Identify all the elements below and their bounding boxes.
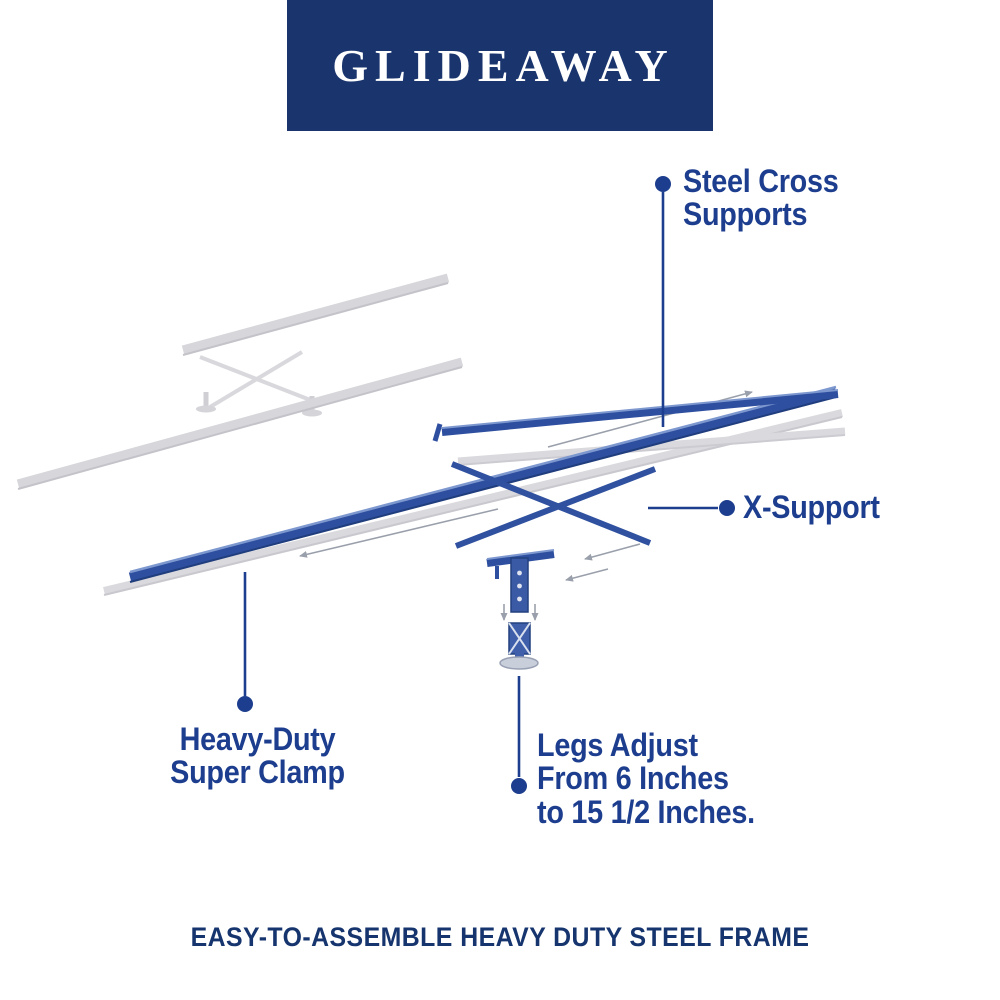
adjustable-leg-part [510, 557, 529, 613]
steel-cross-support-rails [128, 385, 839, 583]
dot-legs-adjust [511, 778, 527, 794]
callout-line: Super Clamp [170, 754, 345, 791]
callout-line: to 15 1/2 Inches. [537, 793, 755, 830]
brand-banner: GLIDEAWAY [287, 0, 713, 131]
callout-line: X-Support [743, 489, 880, 525]
callout-x-support: X-Support [743, 489, 880, 525]
faded-leg-foot [302, 409, 322, 417]
callout-line: From 6 Inches [537, 760, 729, 797]
dot-super-clamp [237, 696, 253, 712]
callout-legs-adjust: Legs Adjust From 6 Inches to 15 1/2 Inch… [537, 727, 755, 830]
faded-frame [16, 273, 846, 596]
callout-line: Steel Cross [683, 163, 839, 199]
faded-leg-foot [196, 405, 216, 413]
callout-steel-cross-supports: Steel Cross Supports [683, 163, 839, 233]
dot-x-support [719, 500, 735, 516]
adjustment-arrows [299, 390, 753, 621]
leader-lines [243, 192, 718, 777]
leg-foot-part [499, 622, 539, 670]
dot-steel-cross-supports [655, 176, 671, 192]
callout-line: Supports [683, 196, 808, 233]
x-support-braces [450, 461, 657, 549]
callout-dots [237, 176, 735, 794]
bottom-caption: EASY-TO-ASSEMBLE HEAVY DUTY STEEL FRAME [190, 922, 810, 952]
callout-line: Heavy-Duty [179, 721, 336, 757]
brand-logo: GLIDEAWAY [332, 40, 675, 91]
callout-line: Legs Adjust [537, 727, 698, 763]
callout-super-clamp: Heavy-Duty Super Clamp [161, 721, 355, 791]
